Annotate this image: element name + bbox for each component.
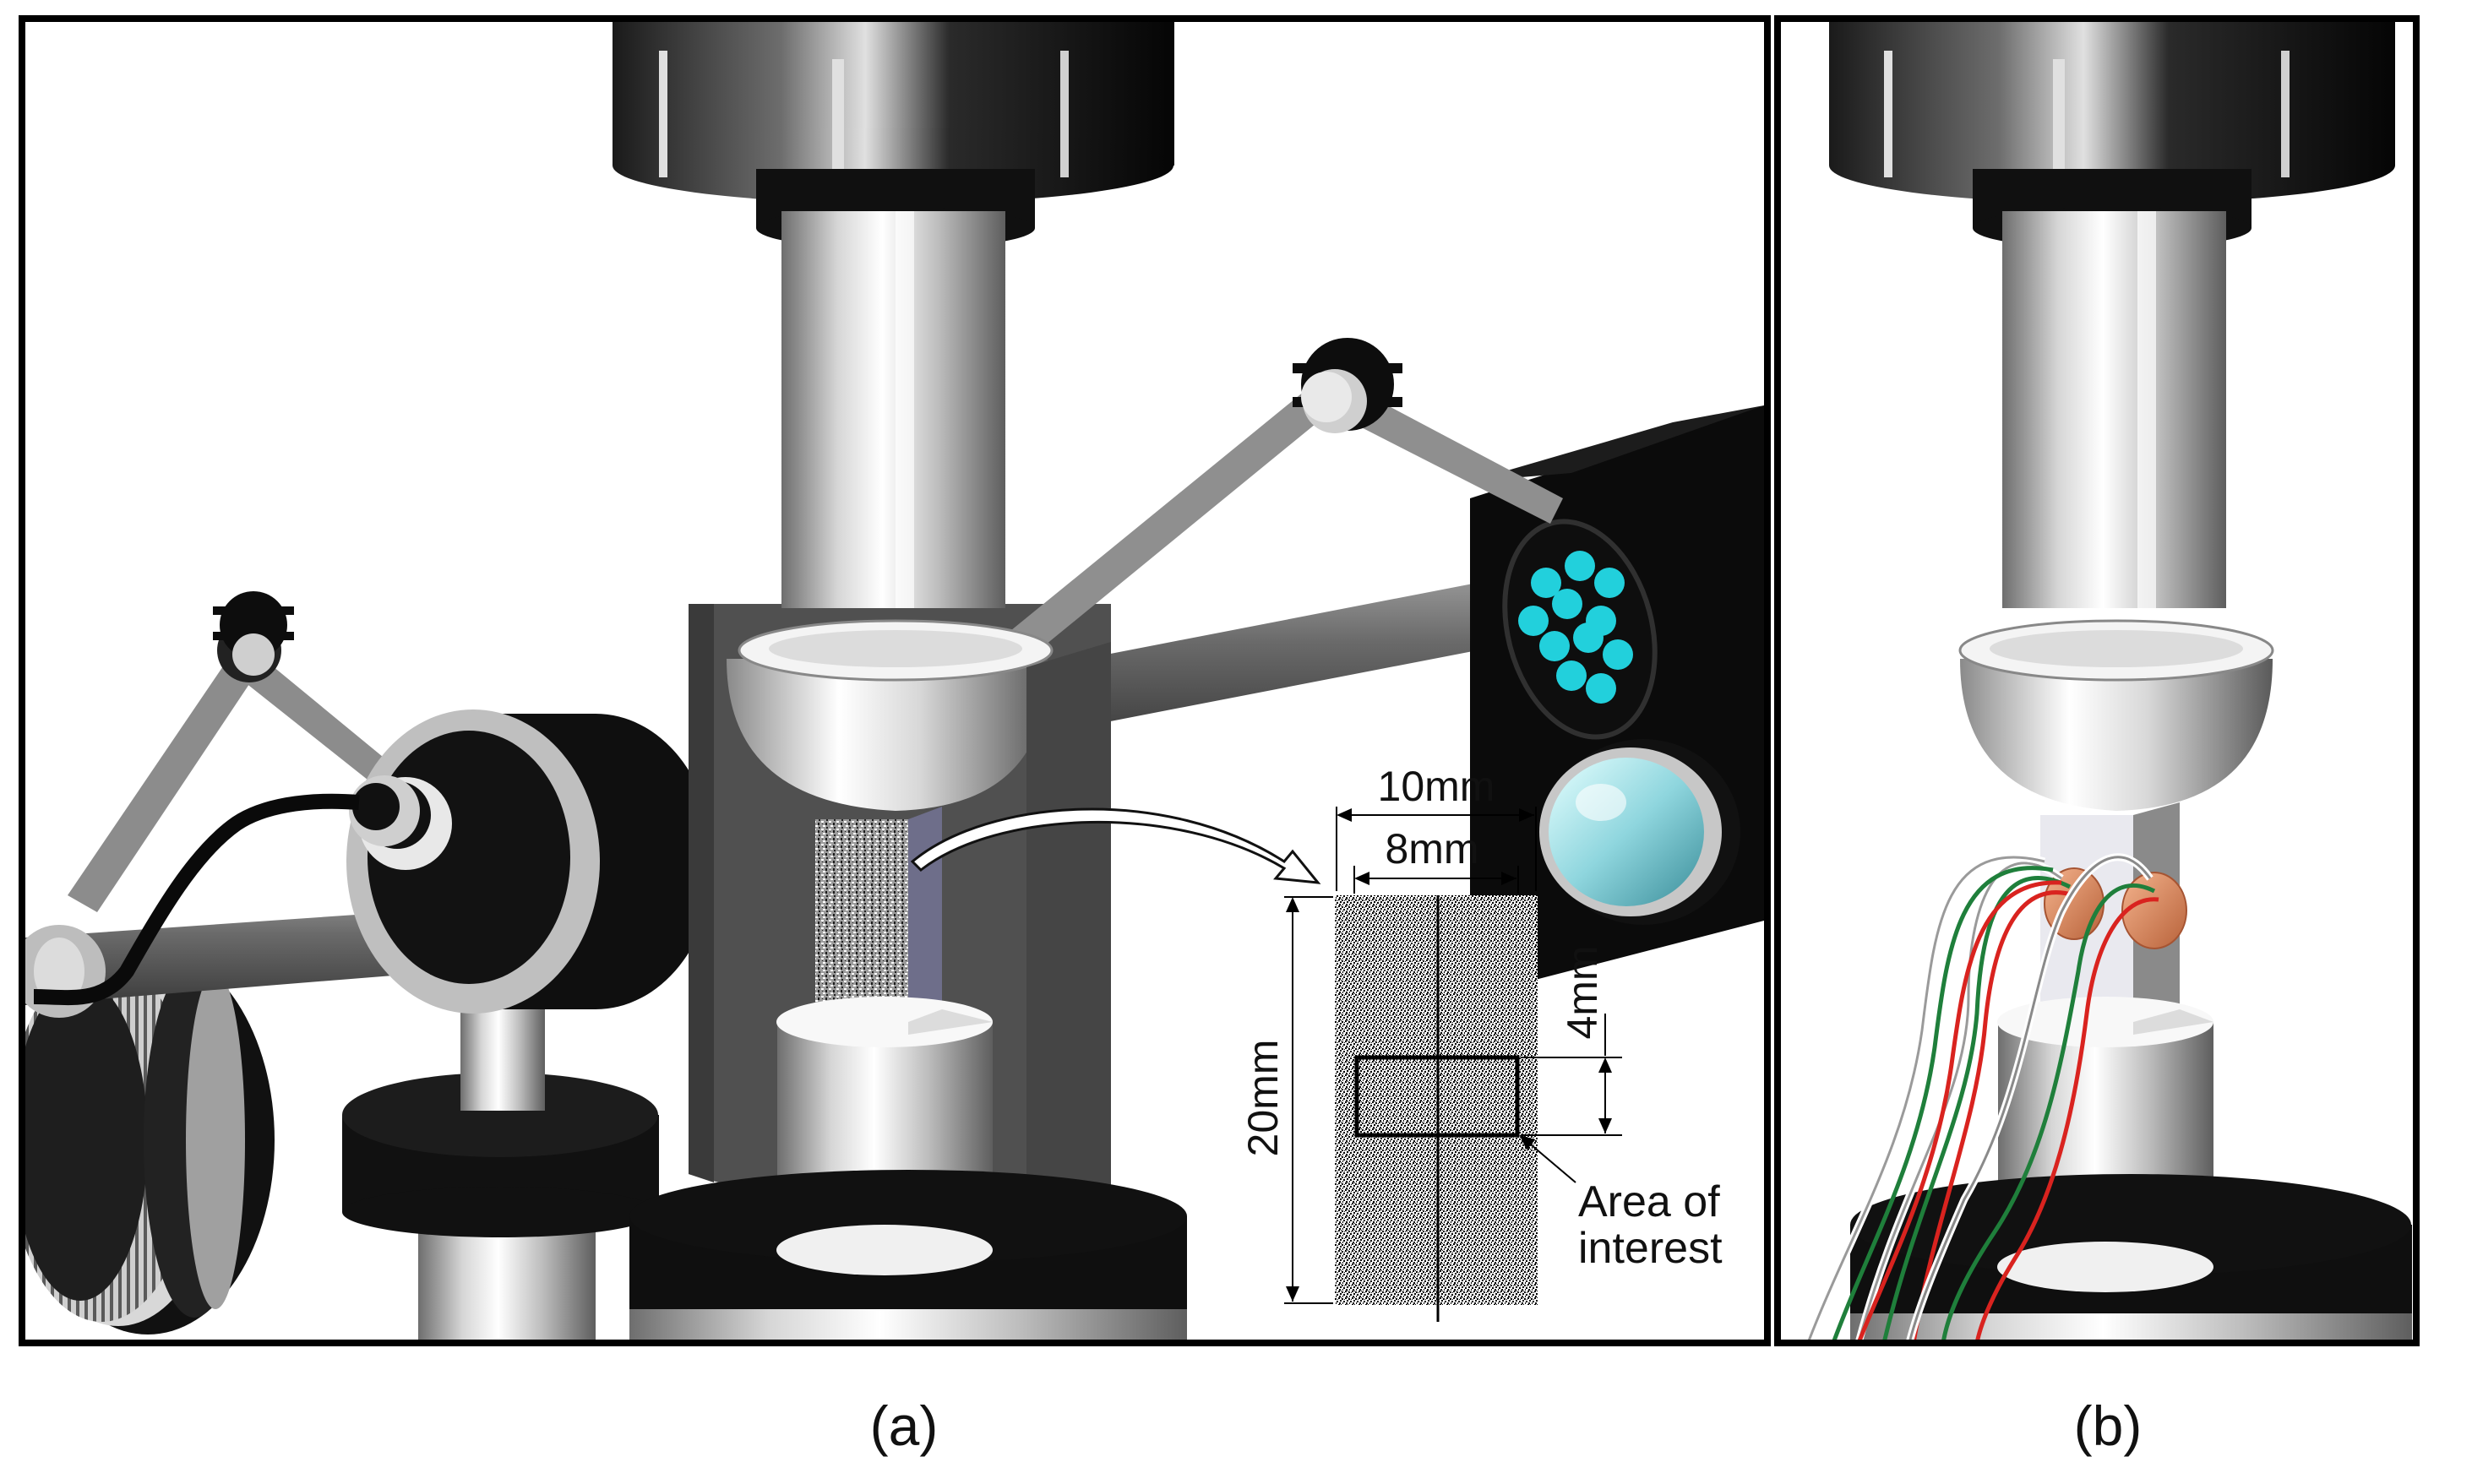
panel-a-frame xyxy=(19,15,1771,1346)
base-puck-b xyxy=(1850,1174,2412,1340)
camera-cable xyxy=(33,793,360,1006)
callout-arrow xyxy=(910,807,1321,884)
main-column xyxy=(781,211,1005,608)
inset-specimen-drawing: 10mm 8mm 20mm 4mm Area of interest xyxy=(1239,763,1723,1322)
led-dot xyxy=(1565,551,1595,581)
spherical-seat xyxy=(727,619,1054,811)
panel-b-frame xyxy=(1774,15,2420,1346)
dim-outer-width: 10mm xyxy=(1378,763,1495,810)
led-dot xyxy=(1539,631,1570,661)
strain-gauge-wires xyxy=(1805,853,2159,1340)
gear-disc xyxy=(25,946,275,1335)
led-dot xyxy=(1594,568,1625,598)
led-array xyxy=(1518,551,1633,704)
led-dot xyxy=(1531,568,1561,598)
led-dot xyxy=(1573,622,1604,653)
dim-inner-width: 8mm xyxy=(1385,825,1478,872)
callout-line-2: interest xyxy=(1578,1224,1723,1273)
base-puck xyxy=(629,1170,1187,1340)
led-dot xyxy=(1556,660,1587,691)
dim-height: 20mm xyxy=(1239,1040,1287,1157)
right-arm-linkage xyxy=(997,338,1563,667)
callout-line-1: Area of xyxy=(1578,1177,1720,1226)
strain-gauge-2 xyxy=(2121,872,2187,949)
led-dot xyxy=(1603,639,1633,670)
dim-roi-height: 4mm xyxy=(1559,945,1606,1039)
panel-b xyxy=(1781,22,2413,1340)
led-dot xyxy=(1552,589,1582,619)
main-column-b xyxy=(2002,211,2226,608)
caption-b: (b) xyxy=(2073,1394,2143,1457)
led-dot xyxy=(1518,606,1549,636)
area-of-interest-box xyxy=(1354,1055,1520,1138)
led-dot xyxy=(1586,673,1616,704)
left-camera xyxy=(346,709,714,1014)
right-horizontal-rod xyxy=(997,574,1521,743)
left-arm-linkage xyxy=(68,591,397,912)
specimen xyxy=(815,807,942,1022)
spherical-seat-b xyxy=(1958,619,2274,811)
panel-a: 10mm 8mm 20mm 4mm Area of interest xyxy=(25,22,1764,1340)
caption-a: (a) xyxy=(869,1394,939,1457)
lens xyxy=(1539,739,1740,925)
